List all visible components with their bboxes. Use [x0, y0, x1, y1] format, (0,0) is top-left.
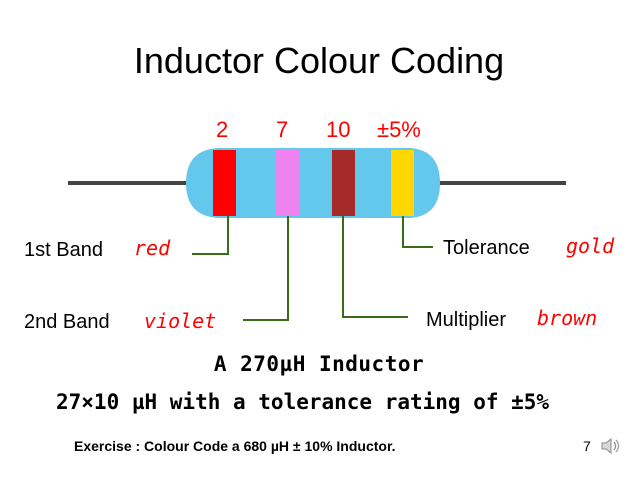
multiplier-label: Multiplier: [426, 309, 506, 331]
slide-title: Inductor Colour Coding: [133, 40, 505, 81]
band-4-value: ±5%: [377, 117, 421, 142]
inductor-statement: A 270µH Inductor: [213, 352, 425, 376]
band-1-red: [213, 150, 236, 216]
band-1-label: 1st Band: [24, 239, 103, 261]
band-3-brown: [332, 150, 355, 216]
band-2-label: 2nd Band: [24, 311, 110, 333]
speaker-icon[interactable]: [600, 436, 622, 461]
band-2-value: 7: [276, 117, 288, 142]
multiplier-leader: [342, 216, 408, 318]
tolerance-leader: [402, 216, 433, 248]
page-number: 7: [583, 438, 591, 454]
band-3-value: 10: [326, 117, 350, 142]
band-1-leader: [192, 216, 229, 255]
band-4-gold: [391, 150, 414, 216]
multiplier-color-name: brown: [537, 306, 597, 330]
exercise-text: Exercise : Colour Code a 680 µH ± 10% In…: [74, 438, 396, 454]
tolerance-statement: 27×10 µH with a tolerance rating of ±5%: [56, 390, 550, 414]
inductor-body: [186, 148, 440, 218]
band-1-value: 2: [216, 117, 228, 142]
band-1-color-name: red: [134, 236, 171, 260]
band-2-leader: [243, 216, 289, 321]
tolerance-label: Tolerance: [443, 237, 530, 259]
tolerance-color-name: gold: [566, 234, 615, 258]
band-2-violet: [276, 150, 299, 216]
band-2-color-name: violet: [144, 309, 216, 333]
